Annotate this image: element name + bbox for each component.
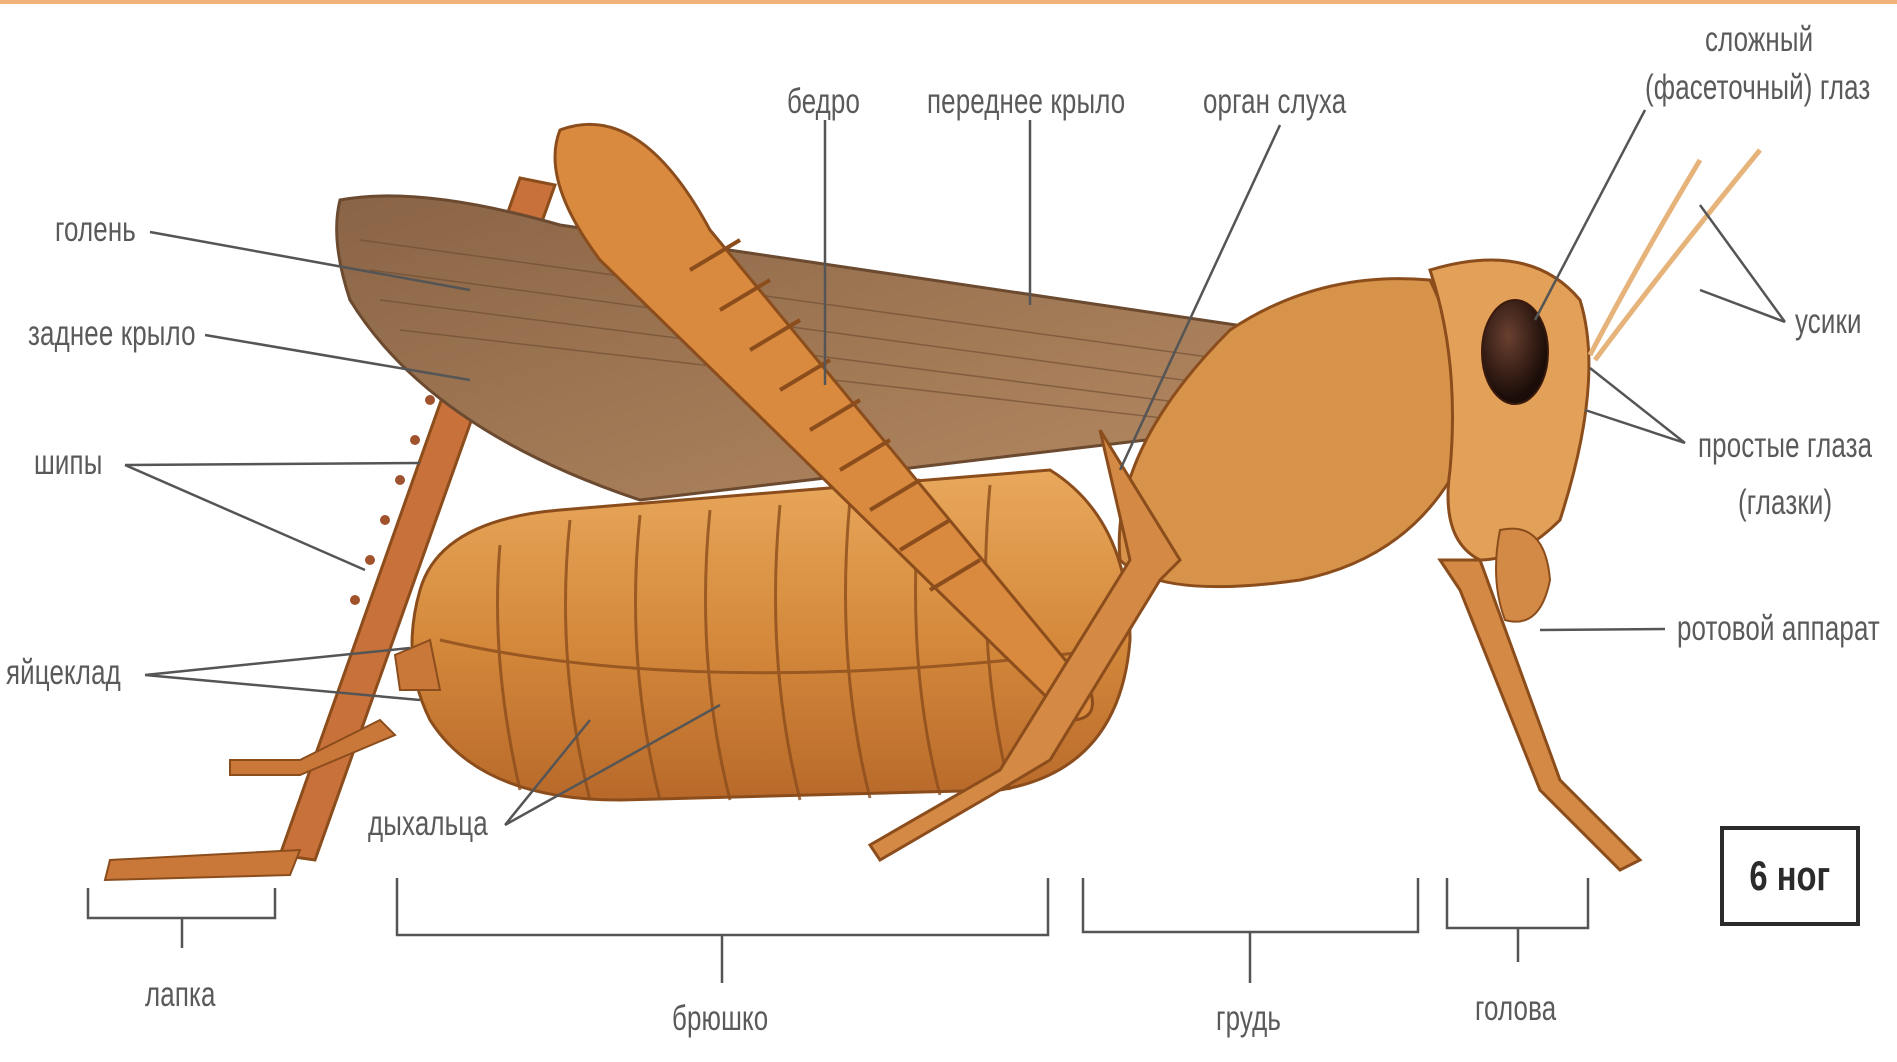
label-prostye-glaza-2: (глазки): [1738, 485, 1832, 520]
legs-count-text: 6 ног: [1750, 852, 1831, 900]
label-perednee-krylo: переднее крыло: [927, 84, 1125, 119]
bracket-grud: [1083, 878, 1418, 983]
label-bryushko: брюшко: [672, 1001, 768, 1036]
label-golen: голень: [55, 212, 136, 247]
hind-leg-2: [230, 720, 395, 775]
bracket-golova: [1447, 878, 1588, 962]
label-bedro: бедро: [787, 84, 860, 119]
brackets: [88, 878, 1588, 983]
label-dykhaltsa: дыхальца: [368, 806, 488, 841]
leader-prostye-glaza: [1585, 368, 1685, 443]
legs-count-box: 6 ног: [1720, 826, 1860, 926]
label-grud: грудь: [1216, 1001, 1281, 1036]
label-zadnee-krylo: заднее крыло: [28, 316, 196, 351]
hind-tarsus: [105, 850, 300, 880]
label-shipy: шипы: [34, 445, 102, 480]
leader-usiki: [1700, 205, 1785, 322]
leader-rotovoj-apparat: [1540, 629, 1665, 630]
label-prostye-glaza-1: простые глаза: [1698, 428, 1872, 463]
label-usiki: усики: [1795, 304, 1862, 339]
label-golova: голова: [1475, 991, 1556, 1026]
antenna-1: [1590, 160, 1700, 355]
label-slozhnyj-glaz-2: (фасеточный) глаз: [1645, 70, 1870, 105]
label-slozhnyj-glaz-1: сложный: [1705, 22, 1813, 57]
label-yajceklad: яйцеклад: [6, 655, 121, 690]
mouthparts: [1496, 529, 1550, 622]
bracket-lapka: [88, 888, 275, 948]
label-organ-slukha: орган слуха: [1203, 84, 1346, 119]
grasshopper-illustration: [105, 124, 1760, 880]
bracket-bryushko: [397, 878, 1048, 983]
label-lapka: лапка: [145, 977, 216, 1012]
label-rotovoj-apparat: ротовой аппарат: [1677, 611, 1880, 646]
leader-shipy: [125, 463, 420, 570]
